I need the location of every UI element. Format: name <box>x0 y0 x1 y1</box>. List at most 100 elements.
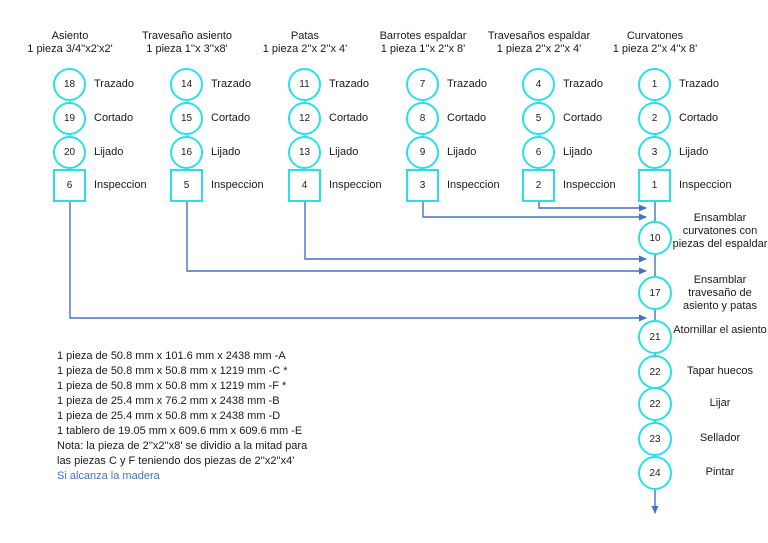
assembly-label: Pintar <box>705 466 735 478</box>
connector-asiento <box>69 201 647 322</box>
connector-travesano-asiento <box>186 201 647 275</box>
operation-label: Trazado <box>211 78 251 90</box>
operation-label: Trazado <box>679 78 719 90</box>
operation-circle: 6 <box>522 136 555 169</box>
column-spec: 1 pieza 1''x 2''x 8' <box>380 43 466 55</box>
operation-circle: 8 <box>406 102 439 135</box>
operation-number: 5 <box>535 113 542 124</box>
operation-number: 6 <box>535 147 542 158</box>
inspection-number: 3 <box>419 180 426 191</box>
operation-label: Lijado <box>329 146 359 158</box>
assembly-label: Atornillar el asiento <box>673 324 767 336</box>
operation-label: Trazado <box>329 78 369 90</box>
inspection-square: 4 <box>288 169 321 202</box>
note-line: Nota: la pieza de 2''x2''x8' se dividio … <box>57 440 308 452</box>
operation-circle: 1 <box>638 68 671 101</box>
column-title: Travesaño asiento <box>141 30 233 42</box>
operation-number: 16 <box>180 147 193 158</box>
operation-circle: 19 <box>53 102 86 135</box>
assembly-circle: 17 <box>638 276 672 310</box>
inspection-square: 3 <box>406 169 439 202</box>
assembly-number: 23 <box>649 433 661 445</box>
operation-number: 11 <box>299 79 310 90</box>
assembly-number: 22 <box>649 398 661 410</box>
column-spec: 1 pieza 2''x 2''x 4' <box>262 43 348 55</box>
column-title: Curvatones <box>626 30 684 42</box>
operation-circle: 7 <box>406 68 439 101</box>
conditional-note: Si alcanza la madera <box>57 470 160 482</box>
operation-circle: 20 <box>53 136 86 169</box>
operation-number: 1 <box>651 79 658 90</box>
assembly-circle: 23 <box>638 422 672 456</box>
assembly-circle: 10 <box>638 221 672 255</box>
operation-number: 9 <box>419 147 426 158</box>
inspection-number: 5 <box>183 180 190 191</box>
column-title: Asiento <box>51 30 89 42</box>
assembly-label: Lijar <box>709 397 731 409</box>
operation-label: Cortado <box>211 112 251 124</box>
note-line: las piezas C y F teniendo dos piezas de … <box>57 455 295 467</box>
assembly-number: 22 <box>649 366 661 378</box>
material-line: 1 tablero de 19.05 mm x 609.6 mm x 609.6… <box>57 425 303 437</box>
connector-patas <box>304 201 647 263</box>
operation-label: Cortado <box>329 112 369 124</box>
assembly-label: Ensamblar travesaño de asiento y patas <box>683 274 757 312</box>
inspection-square: 6 <box>53 169 86 202</box>
operation-circle: 18 <box>53 68 86 101</box>
operation-label: Trazado <box>447 78 487 90</box>
assembly-circle: 22 <box>638 387 672 421</box>
operation-circle: 5 <box>522 102 555 135</box>
operation-number: 14 <box>180 79 193 90</box>
inspection-label: Inspeccion <box>563 179 616 191</box>
connector-barrotes-espaldar <box>422 201 647 221</box>
column-header: Barrotes espaldar 1 pieza 1''x 2''x 8' <box>343 30 503 56</box>
inspection-label: Inspeccion <box>679 179 732 191</box>
operation-label: Cortado <box>94 112 134 124</box>
column-header: Patas 1 pieza 2''x 2''x 4' <box>225 30 385 56</box>
assembly-number: 10 <box>649 232 661 244</box>
operation-circle: 2 <box>638 102 671 135</box>
operation-label: Trazado <box>94 78 134 90</box>
operation-label: Lijado <box>563 146 593 158</box>
material-line: 1 pieza de 25.4 mm x 50.8 mm x 2438 mm -… <box>57 410 281 422</box>
inspection-number: 1 <box>651 180 658 191</box>
assembly-label: Ensamblar curvatones con piezas del espa… <box>672 212 768 250</box>
operation-number: 19 <box>63 113 76 124</box>
inspection-label: Inspeccion <box>447 179 500 191</box>
material-line: 1 pieza de 50.8 mm x 50.8 mm x 1219 mm -… <box>57 365 288 377</box>
assembly-label: Tapar huecos <box>686 365 754 377</box>
operation-number: 2 <box>651 113 658 124</box>
operation-label: Lijado <box>679 146 709 158</box>
assembly-circle: 24 <box>638 456 672 490</box>
operation-label: Lijado <box>94 146 124 158</box>
assembly-number: 21 <box>649 331 661 343</box>
operation-label: Cortado <box>447 112 487 124</box>
column-title: Barrotes espaldar <box>379 30 467 42</box>
inspection-square: 2 <box>522 169 555 202</box>
materials-list: 1 pieza de 50.8 mm x 101.6 mm x 2438 mm … <box>57 349 307 484</box>
column-header: Curvatones 1 pieza 2''x 4''x 8' <box>575 30 735 56</box>
operation-label: Cortado <box>563 112 603 124</box>
operation-circle: 14 <box>170 68 203 101</box>
operation-number: 4 <box>535 79 542 90</box>
inspection-square: 1 <box>638 169 671 202</box>
operation-number: 12 <box>298 113 311 124</box>
operation-number: 13 <box>298 147 311 158</box>
operation-number: 18 <box>63 79 76 90</box>
operation-circle: 15 <box>170 102 203 135</box>
column-spec: 1 pieza 1''x 3''x8' <box>146 43 228 55</box>
inspection-label: Inspeccion <box>94 179 147 191</box>
operation-label: Trazado <box>563 78 603 90</box>
column-header: Travesaños espaldar 1 pieza 2''x 2''x 4' <box>459 30 619 56</box>
material-line: 1 pieza de 25.4 mm x 76.2 mm x 2438 mm -… <box>57 395 280 407</box>
operation-number: 7 <box>419 79 426 90</box>
operation-label: Lijado <box>211 146 241 158</box>
column-spec: 1 pieza 2''x 2''x 4' <box>496 43 582 55</box>
operation-number: 3 <box>651 147 658 158</box>
inspection-number: 6 <box>66 180 73 191</box>
inspection-label: Inspeccion <box>329 179 382 191</box>
connector-travesanos-espaldar <box>538 201 647 212</box>
inspection-number: 4 <box>301 180 308 191</box>
operation-circle: 13 <box>288 136 321 169</box>
